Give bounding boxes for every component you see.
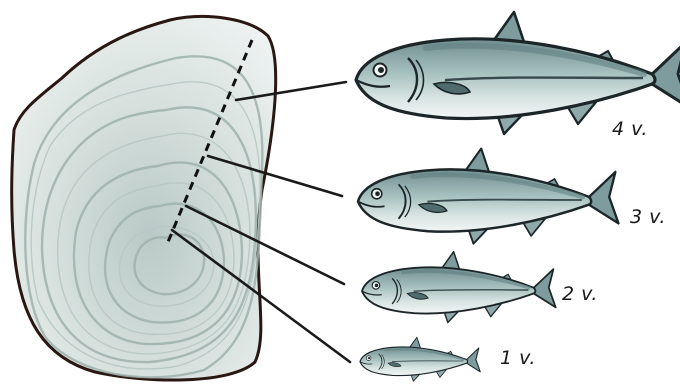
herring-fish-icon-age-2	[362, 252, 556, 323]
herring-fish-icon-age-1	[360, 337, 480, 381]
scale-outline	[12, 17, 276, 381]
age-label-3: 3 v.	[630, 208, 666, 227]
age-label-4: 4 v.	[612, 120, 648, 139]
herring-fish-icon-age-4	[356, 12, 680, 134]
age-label-1: 1 v.	[500, 349, 536, 368]
fish-scale-icon	[12, 17, 276, 381]
herring-fish-icon-age-3	[358, 149, 619, 244]
age-label-2: 2 v.	[562, 285, 598, 304]
